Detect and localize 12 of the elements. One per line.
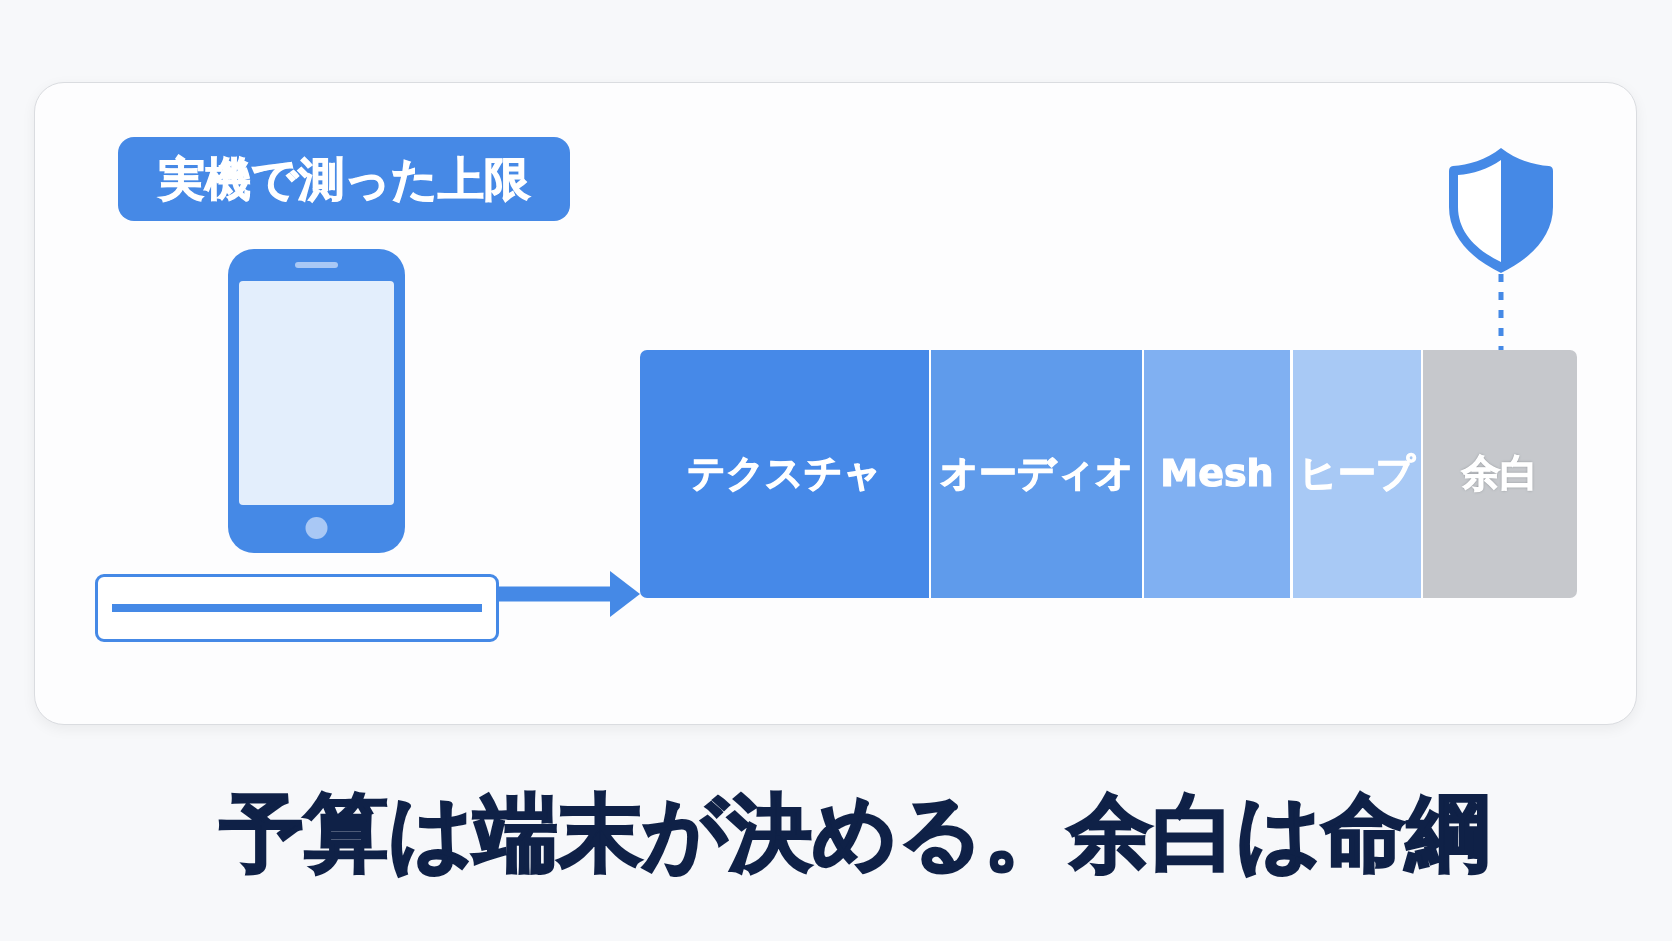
bar-segment: 余白 [1423,350,1577,598]
stacked-bar [640,350,1577,598]
caption: 予算は端末が決める。余白は命綱 [220,789,1490,878]
bar-segment: オーディオ [931,350,1142,598]
shield-icon [1448,147,1554,274]
arrow [499,571,640,617]
bar-segment: ヒープ [1293,350,1421,598]
heading-pill: 実機で測った上限 [118,137,570,221]
progress-bar [95,574,499,642]
dotted-line [1498,274,1504,350]
bar-segment: Mesh [1144,350,1290,598]
bar-segment: テクスチャ [640,350,929,598]
